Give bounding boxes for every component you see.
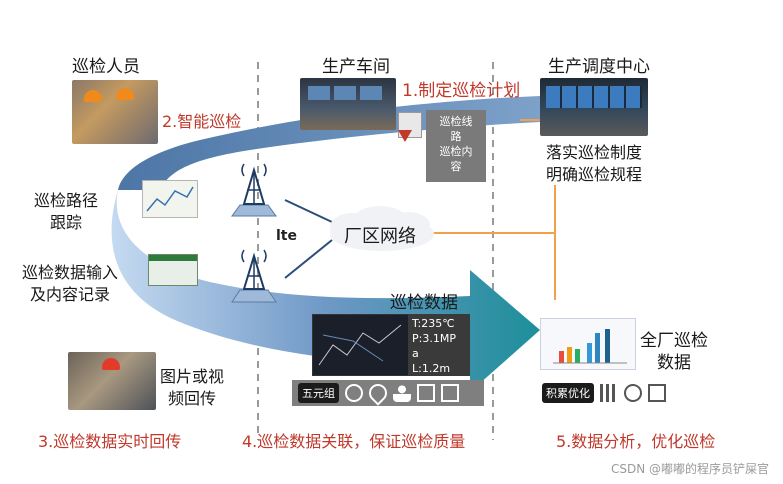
analysis-chart-thumbnail [540, 318, 636, 370]
signal-tower-icon [231, 163, 277, 217]
data-entry-thumbnail [148, 254, 198, 286]
person-icon [393, 384, 411, 402]
column-title-inspector: 巡检人员 [72, 57, 140, 77]
watermark: CSDN @嘟嘟的程序员铲屎官 [610, 462, 769, 476]
step-2-smart-inspection: 2.智能巡检 [162, 112, 242, 131]
route-content-box: 巡检线 路 巡检内 容 [426, 110, 486, 182]
image-icon [441, 384, 459, 402]
five-tuple-tag: 五元组 [298, 383, 339, 403]
optimization-tag: 积累优化 [542, 383, 594, 403]
step-5-analysis: 5.数据分析，优化巡检 [556, 432, 716, 451]
inspector-photo [72, 80, 158, 144]
reading-unit: a [412, 347, 419, 360]
optimization-bar: 积累优化 [536, 380, 686, 406]
step-3-realtime-upload: 3.巡检数据实时回传 [38, 432, 182, 451]
label-line: 巡检路径 [34, 191, 99, 210]
arrow-down-icon [398, 130, 412, 142]
step-1-plan: 1.制定巡检计划 [402, 81, 521, 101]
label-line: 频回传 [168, 389, 217, 408]
link-tower2-cloud [284, 239, 333, 279]
map-thumbnail [142, 180, 198, 218]
dispatch-description: 落实巡检制度 明确巡检规程 [546, 142, 642, 186]
dispatch-line: 明确巡检规程 [546, 165, 643, 184]
dispatch-line: 落实巡检制度 [546, 143, 643, 162]
analysis-line: 数据 [657, 353, 691, 373]
workshop-photo [300, 78, 396, 130]
readings-panel: T:235℃ P:3.1MP a L:1.2m [408, 314, 470, 376]
map-screen [312, 314, 410, 376]
tag-icon [417, 384, 435, 402]
clock-icon [345, 384, 363, 402]
network-label: 厂区网络 [344, 226, 416, 247]
route-box-line: 容 [450, 160, 462, 173]
dispatch-photo [540, 78, 648, 136]
analysis-label: 全厂巡检 数据 [640, 330, 708, 374]
route-box-line: 路 [450, 130, 462, 143]
network-cloud [330, 206, 434, 251]
column-title-workshop: 生产车间 [322, 57, 390, 77]
magnifier-icon [624, 384, 642, 402]
label-data-entry: 巡检数据输入 及内容记录 [22, 262, 118, 306]
label-line: 图片或视 [160, 367, 225, 386]
data-flow-label: 巡检数据 [390, 293, 458, 313]
bar-chart-icon [600, 384, 618, 402]
lte-logo: lte [276, 228, 297, 244]
trend-icon [648, 384, 666, 402]
label-media-upload: 图片或视 频回传 [160, 366, 224, 410]
media-photo [68, 352, 156, 410]
reading-pressure: P:3.1MP [412, 332, 456, 345]
location-pin-icon [365, 380, 391, 406]
reading-temperature: T:235℃ [412, 317, 455, 330]
label-line: 及内容记录 [30, 285, 111, 304]
label-line: 跟踪 [50, 213, 83, 232]
route-box-line: 巡检线 [439, 115, 473, 128]
route-box-line: 巡检内 [439, 145, 473, 158]
column-title-dispatch: 生产调度中心 [548, 57, 650, 77]
label-line: 巡检数据输入 [22, 263, 119, 282]
signal-tower-icon [231, 249, 277, 303]
analysis-line: 全厂巡检 [640, 331, 708, 351]
link-tower1-cloud [284, 199, 333, 223]
five-tuple-bar: 五元组 [292, 380, 484, 406]
reading-level: L:1.2m [412, 362, 451, 375]
step-4-data-association: 4.巡检数据关联，保证巡检质量 [242, 432, 466, 451]
label-route-tracking: 巡检路径 跟踪 [34, 190, 98, 234]
